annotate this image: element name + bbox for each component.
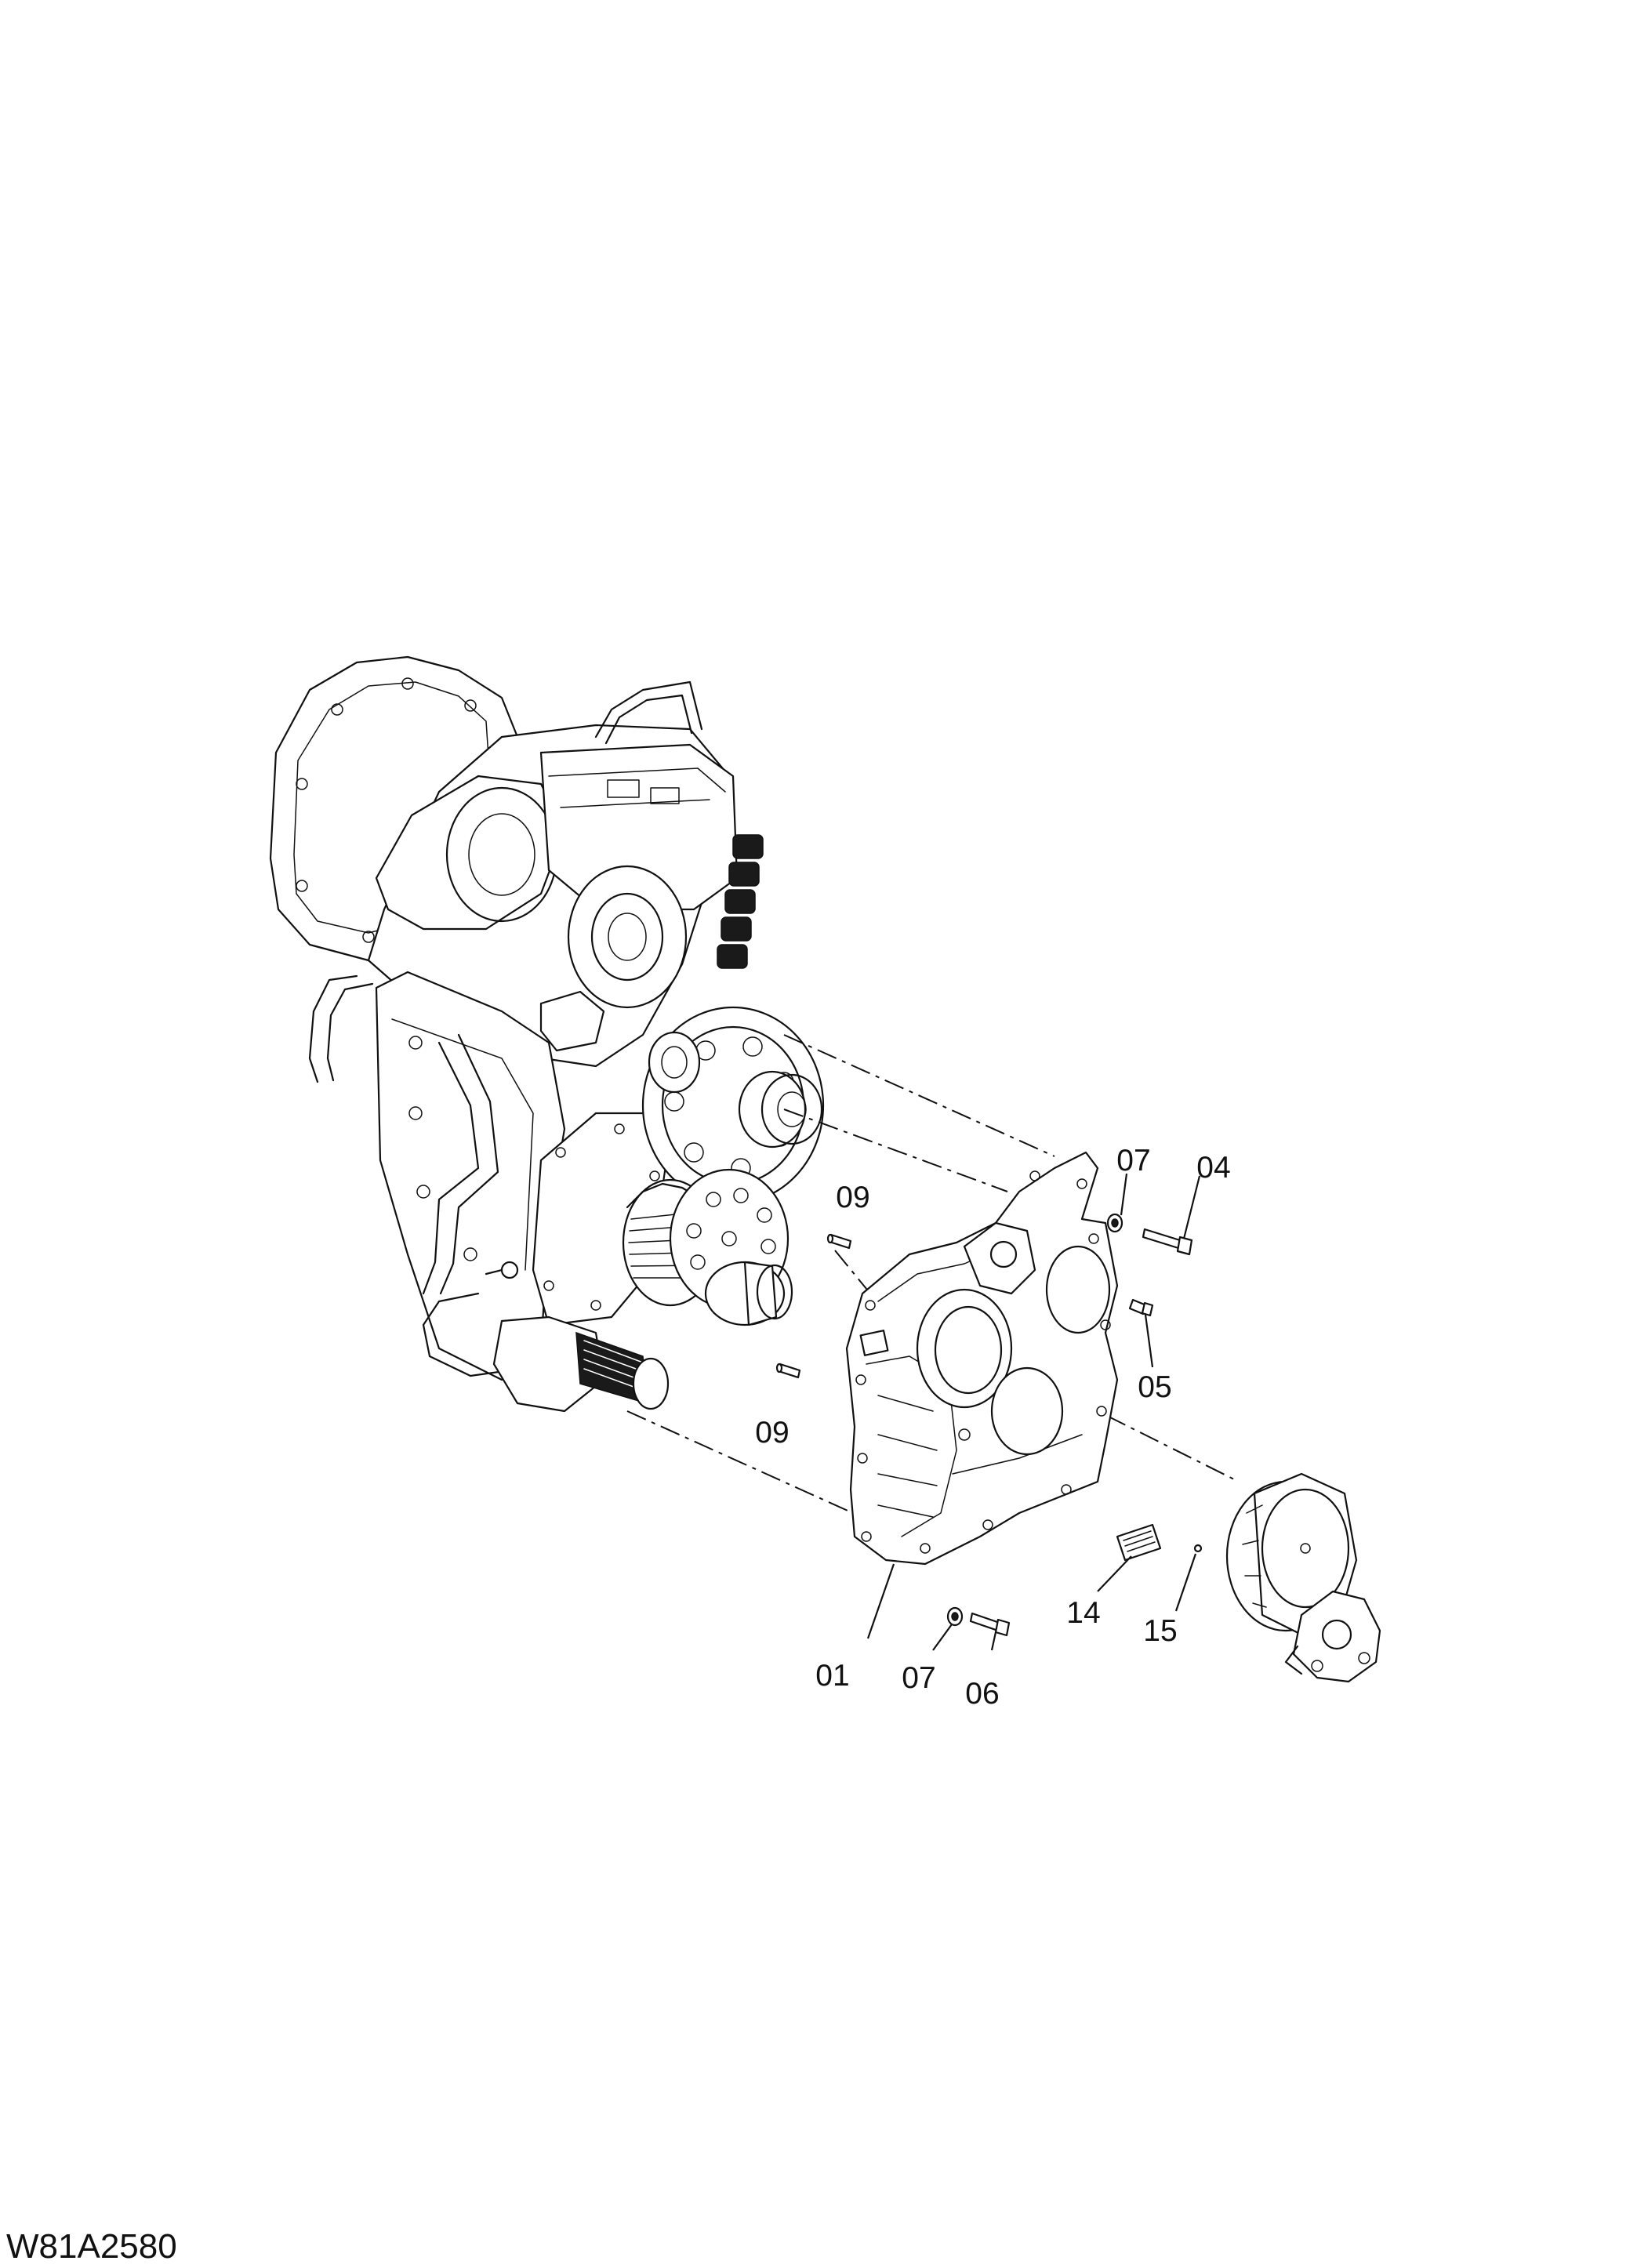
leader-lines: [866, 1173, 1201, 1651]
callout-07-top: 07: [1116, 1144, 1150, 1178]
bolt-long: [1142, 1228, 1193, 1256]
callout-04: 04: [1196, 1151, 1230, 1185]
oil-filter: [575, 1331, 670, 1410]
callout-06: 06: [965, 1677, 999, 1711]
dowel-pin-upper: [826, 1233, 852, 1250]
upper-output-flange: [567, 865, 688, 1009]
oil-filter-base: [492, 1315, 605, 1413]
alignment-lines: [626, 1034, 1240, 1522]
callout-01: 01: [815, 1659, 849, 1693]
dowel-pin-lower: [775, 1363, 801, 1379]
rear-cover-housing: [845, 1151, 1119, 1566]
callout-14: 14: [1066, 1596, 1100, 1630]
rivet: [1193, 1544, 1203, 1553]
transmission-assembly: [269, 655, 825, 1413]
washer-upper: [1106, 1213, 1123, 1233]
name-plate: [1116, 1523, 1162, 1562]
washer-lower: [946, 1606, 964, 1627]
solenoid-stack: [717, 834, 764, 969]
callout-07-bottom: 07: [902, 1661, 935, 1695]
callout-05: 05: [1138, 1370, 1171, 1404]
callout-15: 15: [1143, 1614, 1177, 1648]
bolt-06: [969, 1612, 1011, 1637]
callout-09-mid: 09: [755, 1416, 789, 1450]
figure-id: W81A2580: [6, 2227, 177, 2266]
callout-09-top: 09: [836, 1181, 869, 1214]
control-valve-block: [539, 743, 739, 911]
callout-labels: 07 04 09 05 09 14 15 01 07 06: [755, 1144, 1230, 1711]
parking-brake-unit: [1225, 1472, 1381, 1683]
bolt-short: [1128, 1298, 1154, 1317]
